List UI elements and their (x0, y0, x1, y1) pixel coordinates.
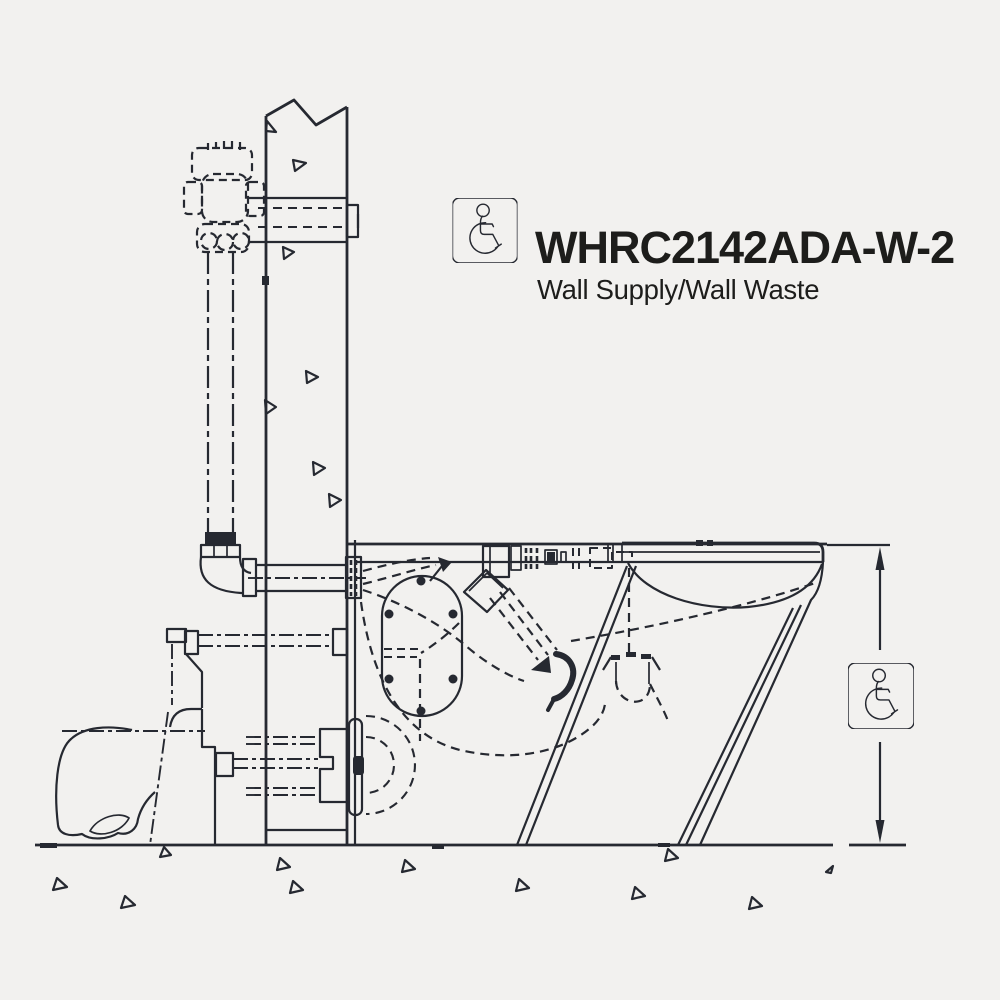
fixture-anchor-pad (347, 714, 416, 817)
wall-section (262, 98, 349, 845)
waste-outlet (602, 652, 661, 684)
bowl-outer-profile (698, 561, 825, 846)
seat (607, 540, 825, 562)
dimension-arrow-up (875, 547, 885, 570)
waste-carrier (55, 627, 416, 846)
floor-aggregate-triangles (51, 845, 835, 911)
support-legs (432, 565, 802, 849)
model-number: WHRC2142ADA-W-2 (535, 222, 955, 273)
ada-wheelchair-icon (848, 663, 914, 729)
toilet-fixture (347, 540, 827, 849)
flush-valve-hidden (182, 141, 266, 254)
floor-line (35, 843, 906, 911)
flush-spud (429, 544, 633, 614)
trapway-hidden (359, 556, 819, 757)
carrier-body (149, 627, 235, 846)
wall-supply-pipe (248, 196, 360, 244)
dimension-arrow-down (875, 820, 885, 843)
supply-riser (199, 252, 366, 600)
oval-access-cover (380, 574, 464, 718)
ada-wheelchair-icon (452, 198, 518, 263)
configuration-label: Wall Supply/Wall Waste (537, 273, 820, 305)
title-block: WHRC2142ADA-W-2 Wall Supply/Wall Waste (535, 222, 955, 306)
wall-aggregate-triangles (263, 119, 343, 509)
flush-jet-arrow (531, 651, 577, 712)
duckfoot-bend (55, 726, 205, 840)
height-dimension (827, 543, 890, 843)
carrier-mounting-bolts (198, 627, 349, 804)
